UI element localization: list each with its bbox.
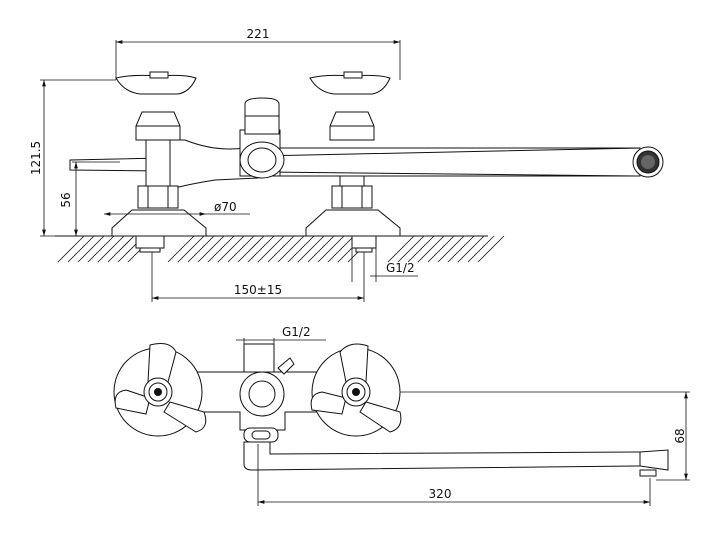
hatch-line xyxy=(417,235,445,263)
right-valve-front xyxy=(305,71,401,253)
dimension-68: 68 xyxy=(400,391,690,481)
dimension-320-label: 320 xyxy=(429,487,452,501)
dimension-150-label: 150±15 xyxy=(234,283,282,297)
hatch-line xyxy=(317,235,345,263)
dimension-diameter-70: ø70 xyxy=(104,200,250,216)
hatch-line xyxy=(237,235,265,263)
dimension-g12-side: G1/2 xyxy=(351,248,418,282)
hatch-line xyxy=(287,235,315,263)
hatch-line xyxy=(107,235,135,263)
hatch-line xyxy=(87,235,115,263)
hatch-line xyxy=(307,235,335,263)
hatch-line xyxy=(207,235,235,263)
hatch-line xyxy=(387,235,415,263)
faucet-body-front xyxy=(149,97,285,189)
hatch-line xyxy=(457,235,485,263)
hatch-line xyxy=(247,235,275,263)
hatch-line xyxy=(407,235,435,263)
dimension-g12-top: G1/2 xyxy=(236,325,326,346)
hatch-line xyxy=(227,235,255,263)
hatch-line xyxy=(467,235,495,263)
front-view: 221 121.5 56 ø70 G1/2 xyxy=(29,27,664,302)
hatch-line xyxy=(197,235,225,263)
hatch-line xyxy=(297,235,325,263)
diverter-top xyxy=(239,343,295,443)
hatch-line xyxy=(67,235,95,263)
dimension-56: 56 xyxy=(59,161,120,236)
hatch-line xyxy=(187,235,215,263)
hatch-line xyxy=(77,235,105,263)
left-handle-top xyxy=(113,343,207,437)
hatch-line xyxy=(167,235,195,263)
hatch-line xyxy=(267,235,295,263)
hatch-line xyxy=(447,235,475,263)
hatch-line xyxy=(427,235,455,263)
hatch-line xyxy=(177,235,205,263)
dimension-221-label: 221 xyxy=(247,27,270,41)
dimension-121-5: 121.5 xyxy=(29,79,116,237)
hatch-line xyxy=(437,235,465,263)
dimension-g12-side-label: G1/2 xyxy=(386,261,415,275)
right-handle-top xyxy=(310,343,402,437)
hatch-line xyxy=(257,235,285,263)
dimension-diameter-70-label: ø70 xyxy=(214,200,237,214)
top-view: G1/2 68 320 xyxy=(113,325,690,506)
hatch-line xyxy=(327,235,355,263)
spout-top xyxy=(243,441,669,477)
hatch-line xyxy=(97,235,125,263)
hatch-line xyxy=(477,235,505,263)
hatch-line xyxy=(397,235,425,263)
dimension-150: 150±15 xyxy=(151,252,365,302)
dimension-221: 221 xyxy=(115,27,401,80)
wall-hatching xyxy=(55,235,505,263)
dimension-121-5-label: 121.5 xyxy=(29,141,43,175)
left-valve-front xyxy=(111,71,207,253)
hatch-line xyxy=(277,235,305,263)
dimension-56-label: 56 xyxy=(59,192,73,207)
dimension-320: 320 xyxy=(257,444,651,506)
hatch-line xyxy=(217,235,245,263)
dimension-g12-top-label: G1/2 xyxy=(282,325,311,339)
hatch-line xyxy=(57,235,85,263)
dimension-68-label: 68 xyxy=(673,428,687,443)
